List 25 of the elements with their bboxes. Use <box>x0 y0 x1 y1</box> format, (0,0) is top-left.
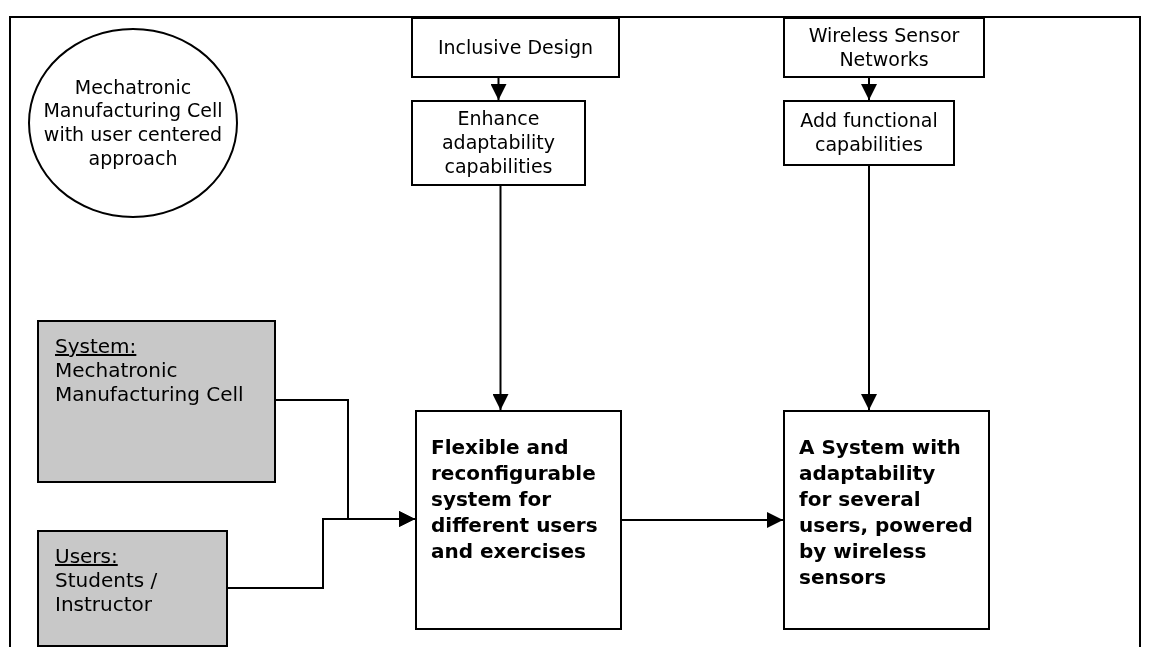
shaded-box <box>37 320 276 483</box>
box-text: Enhance adaptability capabilities <box>440 107 557 179</box>
box-text: Students / Instructor <box>55 568 159 616</box>
process-box <box>411 100 586 186</box>
result-box <box>783 410 990 630</box>
box-heading: System: <box>55 334 137 358</box>
box-text: A System with adaptability for several users, powered by wireless sensors <box>799 434 974 590</box>
box-text: Flexible and reconfigurable system for different users and exercises <box>431 434 599 564</box>
box-text: Add functional capabilities <box>799 109 939 157</box>
arrow <box>490 77 507 101</box>
arrow <box>861 77 877 101</box>
box-text: Mechatronic Manufacturing Cell with user centered approach <box>42 75 224 171</box>
process-box <box>783 100 955 166</box>
result-box <box>415 410 622 630</box>
arrow <box>227 511 416 589</box>
box-text: Inclusive Design <box>437 35 594 60</box>
process-box <box>411 17 620 78</box>
arrow <box>492 185 509 411</box>
box-heading: Users: <box>55 544 118 568</box>
process-box <box>783 17 985 78</box>
arrow <box>861 165 877 411</box>
box-text: Wireless Sensor Networks <box>807 23 961 72</box>
box-text: Mechatronic Manufacturing Cell <box>55 358 245 406</box>
arrow <box>621 512 784 528</box>
shaded-box <box>37 530 228 647</box>
